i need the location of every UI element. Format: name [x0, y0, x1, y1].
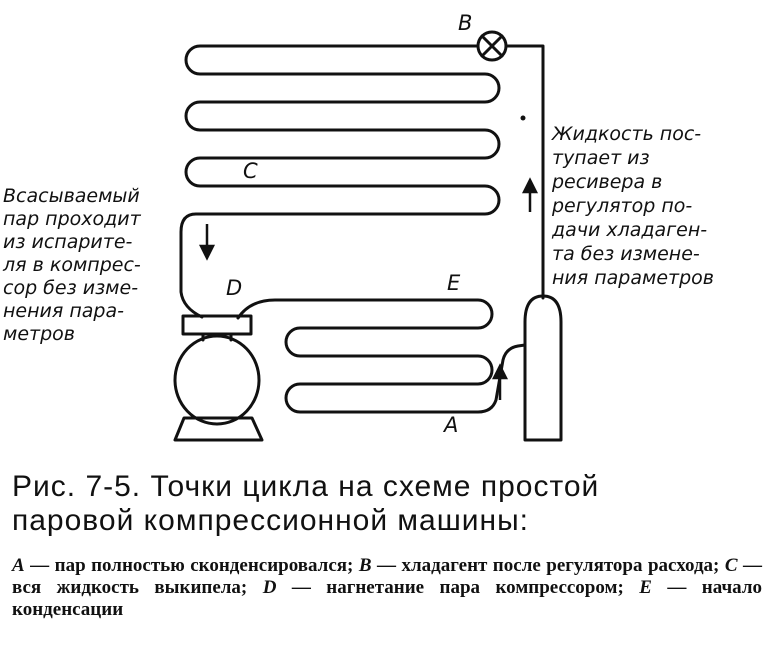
- left-note-line: Всасываемый: [3, 185, 140, 207]
- evaporator-coil: [179, 44, 501, 319]
- legend-text: — хладагент после регулятора расхода;: [371, 555, 725, 576]
- label-c: C: [243, 159, 258, 183]
- right-note-line: та без измене-: [552, 243, 700, 265]
- legend-text: — нагнетание пара компрессором;: [276, 577, 640, 598]
- right-note-line: регулятор по-: [551, 195, 692, 217]
- left-note-line: сор без изме-: [3, 277, 138, 299]
- right-note-line: тупает из: [552, 147, 650, 169]
- right-note-line: дачи хладаген-: [551, 219, 707, 241]
- right-note-line: ния параметров: [552, 267, 714, 289]
- left-note-line: из испарите-: [3, 231, 133, 253]
- liquid-line: [504, 44, 545, 300]
- right-note: Жидкость пос- тупает из ресивера в регул…: [551, 123, 714, 289]
- legend-text: — пар полностью сконденсировался;: [24, 555, 359, 576]
- left-note-line: ля в компрес-: [2, 254, 141, 276]
- arrow-down-icon: [198, 224, 216, 261]
- legend-key: B: [358, 555, 372, 576]
- label-e: E: [447, 271, 461, 295]
- legend-text: — вся жидкость выкипела;: [12, 555, 763, 598]
- caption-line: паровой компрессионной машины:: [12, 504, 530, 537]
- caption-line: Рис. 7-5. Точки цикла на схеме простой: [12, 470, 600, 503]
- label-a: A: [442, 413, 458, 437]
- compressor-head: [181, 314, 253, 336]
- compressor-base: [173, 416, 264, 442]
- legend-key: D: [262, 577, 277, 598]
- label-d: D: [226, 276, 242, 300]
- condenser-coil: [236, 298, 527, 414]
- legend: A — пар полностью сконденсировался; B — …: [12, 555, 762, 621]
- arrow-up-icon: [491, 363, 509, 400]
- dot-mark: [520, 115, 526, 121]
- right-note-line: ресивера в: [551, 171, 662, 193]
- receiver: [523, 294, 563, 442]
- compressor-neck: [201, 332, 233, 342]
- arrow-up-icon: [521, 177, 539, 212]
- label-b: B: [458, 11, 472, 35]
- left-note-line: метров: [3, 323, 75, 345]
- refrigeration-cycle-diagram: B C D E A Всасываемый пар проходит из ис…: [2, 11, 714, 442]
- legend-text: — начало конденсации: [12, 577, 762, 620]
- legend-key: A: [12, 555, 25, 576]
- right-note-line: Жидкость пос-: [551, 123, 701, 145]
- compressor-body: [173, 334, 261, 426]
- left-note: Всасываемый пар проходит из испарите- ля…: [2, 185, 142, 345]
- left-note-line: нения пара-: [3, 300, 124, 322]
- legend-key: E: [639, 577, 652, 598]
- legend-key: C: [724, 555, 738, 576]
- expansion-valve-cross: [480, 34, 504, 58]
- figure-caption: Рис. 7-5. Точки цикла на схеме простой п…: [12, 470, 762, 538]
- left-note-line: пар проходит: [3, 208, 142, 230]
